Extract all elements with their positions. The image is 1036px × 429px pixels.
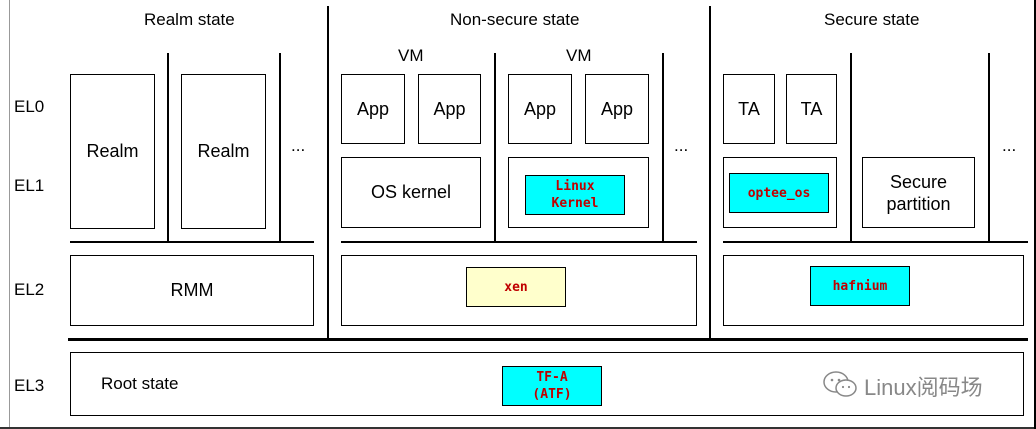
vm-label-2: VM bbox=[566, 46, 592, 65]
secure-partition-box: Secure partition bbox=[862, 157, 975, 228]
separator-nonsecure-secure bbox=[709, 6, 711, 338]
optee-os-highlight: optee_os bbox=[729, 173, 829, 213]
realm-box-2-label: Realm bbox=[197, 141, 250, 161]
vm-label-1: VM bbox=[398, 46, 424, 65]
xen-label: xen bbox=[504, 279, 528, 295]
tfa-line2: (ATF) bbox=[532, 387, 572, 402]
realm-el2-line bbox=[70, 241, 314, 243]
root-state-label: Root state bbox=[101, 374, 179, 393]
el2-label: EL2 bbox=[14, 280, 45, 299]
ta-box-1: TA bbox=[723, 74, 775, 144]
realm-box-1-label: Realm bbox=[86, 141, 139, 161]
app-3-label: App bbox=[523, 98, 557, 119]
app-box-3: App bbox=[508, 74, 572, 144]
realm-more-ellipsis: ... bbox=[291, 136, 306, 155]
realm-box-2: Realm bbox=[181, 74, 266, 229]
el3-separator-line bbox=[68, 338, 1028, 341]
realm-state-header: Realm state bbox=[144, 10, 235, 29]
app-4-label: App bbox=[600, 98, 634, 119]
ta-1-label: TA bbox=[738, 98, 760, 119]
bottom-frame-line bbox=[0, 427, 1036, 429]
vm-divider bbox=[494, 53, 496, 242]
linux-kernel-line1: Linux bbox=[555, 179, 595, 194]
hafnium-label: hafnium bbox=[832, 278, 888, 294]
xen-highlight: xen bbox=[466, 267, 566, 307]
realm-divider-2 bbox=[279, 53, 281, 242]
rmm-box: RMM bbox=[70, 255, 314, 326]
linux-kernel-highlight: Linux Kernel bbox=[525, 175, 625, 215]
tfa-highlight: TF-A (ATF) bbox=[502, 366, 602, 406]
top-left-frame-line bbox=[0, 0, 10, 429]
optee-os-label: optee_os bbox=[747, 185, 811, 201]
os-kernel-box: OS kernel bbox=[341, 157, 481, 228]
app-box-1: App bbox=[341, 74, 405, 144]
app-1-label: App bbox=[356, 98, 390, 119]
nonsecure-divider-right bbox=[662, 53, 664, 242]
separator-realm-nonsecure bbox=[327, 6, 329, 338]
secure-divider-2 bbox=[988, 53, 990, 242]
tfa-line1: TF-A bbox=[536, 370, 568, 385]
app-box-4: App bbox=[585, 74, 649, 144]
secure-el2-line bbox=[723, 241, 1028, 243]
rmm-label: RMM bbox=[170, 280, 214, 300]
nonsecure-more-ellipsis: ... bbox=[674, 136, 689, 155]
realm-box-1: Realm bbox=[70, 74, 155, 229]
nonsecure-state-header: Non-secure state bbox=[450, 10, 580, 29]
watermark-text: Linux阅码场 bbox=[864, 375, 983, 400]
ta-box-2: TA bbox=[786, 74, 837, 144]
wechat-icon bbox=[822, 370, 858, 400]
realm-divider-1 bbox=[167, 53, 169, 242]
nonsecure-el2-line bbox=[341, 241, 697, 243]
hafnium-highlight: hafnium bbox=[810, 266, 910, 306]
top-right-edge bbox=[1034, 0, 1036, 429]
secure-partition-line2: partition bbox=[886, 193, 951, 214]
el1-label: EL1 bbox=[14, 176, 45, 195]
el3-label: EL3 bbox=[14, 376, 45, 395]
os-kernel-label: OS kernel bbox=[370, 182, 452, 202]
linux-kernel-line2: Kernel bbox=[551, 196, 599, 211]
secure-state-header: Secure state bbox=[824, 10, 920, 29]
app-box-2: App bbox=[418, 74, 481, 144]
secure-partition-line1: Secure bbox=[889, 171, 948, 192]
secure-more-ellipsis: ... bbox=[1002, 136, 1017, 155]
secure-divider-1 bbox=[850, 53, 852, 242]
ta-2-label: TA bbox=[800, 98, 823, 119]
el0-label: EL0 bbox=[14, 97, 45, 116]
app-2-label: App bbox=[433, 98, 466, 119]
